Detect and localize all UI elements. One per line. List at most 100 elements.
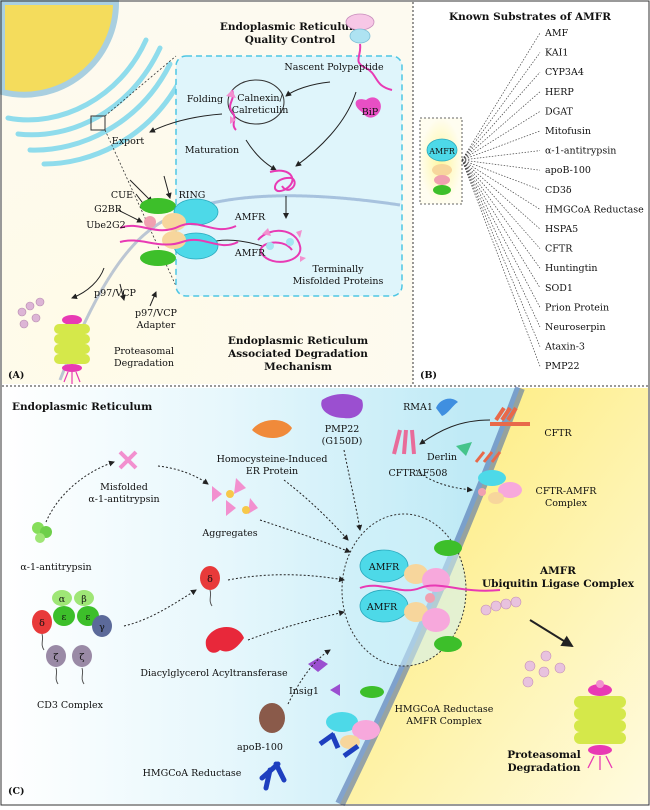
cd3-delta: δ	[39, 618, 45, 629]
delta-free-label: δ	[207, 574, 213, 585]
amfr-b-label: AMFR	[428, 147, 456, 156]
cftr-mut-shape	[392, 429, 416, 455]
homocys-label-2: ER Protein	[246, 466, 298, 477]
substrate-item: Huntingtin	[545, 263, 598, 274]
substrate-connector	[461, 159, 541, 328]
homocys-shape	[252, 419, 292, 439]
substrate-connector	[461, 159, 541, 191]
substrate-item: Mitofusin	[545, 126, 591, 137]
panel-b-label: (B)	[420, 370, 437, 381]
substrate-connector	[461, 159, 541, 288]
amfr-top-label: AMFR	[234, 212, 266, 223]
substrate-connector	[461, 52, 541, 161]
substrate-connector	[461, 159, 541, 171]
aggregates-label: Aggregates	[201, 528, 257, 539]
p97-label: p97/VCP	[94, 288, 136, 299]
ligase-label-1: AMFR	[539, 565, 576, 577]
nascent-chain	[357, 43, 393, 91]
amfr-bottom-label: AMFR	[234, 248, 266, 259]
erqc-title-1: Endoplasmic Reticulum	[220, 21, 360, 33]
substrate-item: apoB-100	[545, 165, 591, 176]
proteasomal-label-1: Proteasomal	[114, 346, 174, 357]
substrate-connector	[461, 159, 541, 269]
proteasome-c	[574, 680, 626, 770]
nucleus	[0, 0, 120, 98]
adapter-label-2: Adapter	[136, 320, 176, 331]
panel-c-label: (C)	[8, 786, 25, 797]
bip-shape	[355, 97, 381, 118]
cd3-epsilon-1: ε	[62, 612, 67, 623]
calreticulin-label: Calreticulin	[232, 105, 289, 116]
derlin-label: Derlin	[427, 452, 457, 463]
aggregates-shape	[212, 478, 258, 516]
a1at-label: α-1-antitrypsin	[20, 562, 91, 573]
cd3-complex	[32, 590, 112, 685]
substrate-item: PMP22	[545, 361, 580, 372]
panel-c-arrows	[45, 449, 473, 705]
misfolded-a1at-label-2: α-1-antitrypsin	[88, 494, 159, 505]
cd3-label: CD3 Complex	[37, 700, 104, 711]
substrate-connector	[461, 159, 541, 367]
substrate-connector	[461, 159, 541, 210]
cftr-amfr-label-1: CFTR-AMFR	[536, 486, 598, 497]
insig-shape	[308, 658, 328, 672]
er-membrane-a	[58, 194, 401, 381]
cd3-beta: β	[81, 594, 87, 605]
substrate-item: SOD1	[545, 283, 573, 294]
ribosome	[345, 13, 375, 44]
hmgcoa-shape	[259, 761, 287, 791]
apob-label: apoB-100	[237, 742, 283, 753]
proteasomal-c-label-1: Proteasomal	[507, 749, 581, 761]
dgat-shape	[205, 626, 244, 653]
substrate-item: CYP3A4	[545, 67, 584, 78]
substrate-item: HSPA5	[545, 224, 578, 235]
proteasomal-c-label-2: Degradation	[507, 762, 580, 774]
cftr-mut-label: CFTRΔF508	[389, 468, 448, 479]
amfr-b-shape	[426, 138, 458, 162]
hmg-amfr-label-2: AMFR Complex	[405, 716, 482, 727]
substrate-item: HERP	[545, 87, 574, 98]
substrate-item: AMF	[544, 28, 569, 39]
glycans	[226, 90, 236, 124]
cd3-zeta-2: ζ	[79, 652, 84, 663]
pmp22-label-2: (G150D)	[322, 436, 363, 447]
er-stack	[5, 37, 181, 167]
substrate-item: DGAT	[545, 106, 574, 117]
erqc-title-2: Quality Control	[245, 34, 336, 46]
substrate-item: HMGCoA Reductase	[545, 204, 644, 215]
amfr-b-domain-2	[434, 175, 450, 185]
hmg-amfr-complex	[318, 684, 384, 759]
misfolded-a1at-label-1: Misfolded	[100, 482, 148, 493]
cftr-label: CFTR	[544, 428, 572, 439]
zoom-line	[104, 55, 177, 117]
ligase-label-2: Ubiquitin Ligase Complex	[482, 578, 635, 590]
substrate-list: AMFKAI1CYP3A4HERPDGATMitofusinα-1-antitr…	[544, 28, 644, 372]
misfolded-a1at-shape	[118, 450, 138, 470]
substrate-connector	[461, 91, 541, 161]
substrate-item: CFTR	[545, 244, 573, 255]
adapter-label-1: p97/VCP	[135, 308, 177, 319]
substrate-connector	[461, 111, 541, 161]
cftr-shape	[490, 406, 530, 426]
ube2g2-label: Ube2G2	[86, 220, 125, 231]
zoom-line-2	[104, 129, 177, 287]
erad-title-1: Endoplasmic Reticulum	[228, 335, 368, 347]
apob-shape	[259, 703, 285, 733]
cd3-gamma: γ	[99, 622, 105, 633]
substrate-item: Prion Protein	[545, 302, 609, 313]
proteasomal-label-2: Degradation	[114, 358, 174, 369]
derlin-shape	[456, 442, 472, 456]
misfolded-label: Misfolded Proteins	[293, 276, 384, 287]
substrate-connector	[461, 159, 541, 230]
bip-label: BiP	[362, 107, 379, 118]
zoom-box	[90, 115, 106, 131]
substrate-connector	[461, 150, 541, 161]
ubiquitin-chain-a	[17, 297, 45, 329]
nascent-label: Nascent Polypeptide	[284, 62, 384, 73]
substrate-item: CD3δ	[545, 185, 572, 196]
ubiquitin-chain-c	[480, 596, 566, 688]
erad-title-3: Mechanism	[264, 361, 332, 373]
proteasome-a	[54, 315, 90, 384]
